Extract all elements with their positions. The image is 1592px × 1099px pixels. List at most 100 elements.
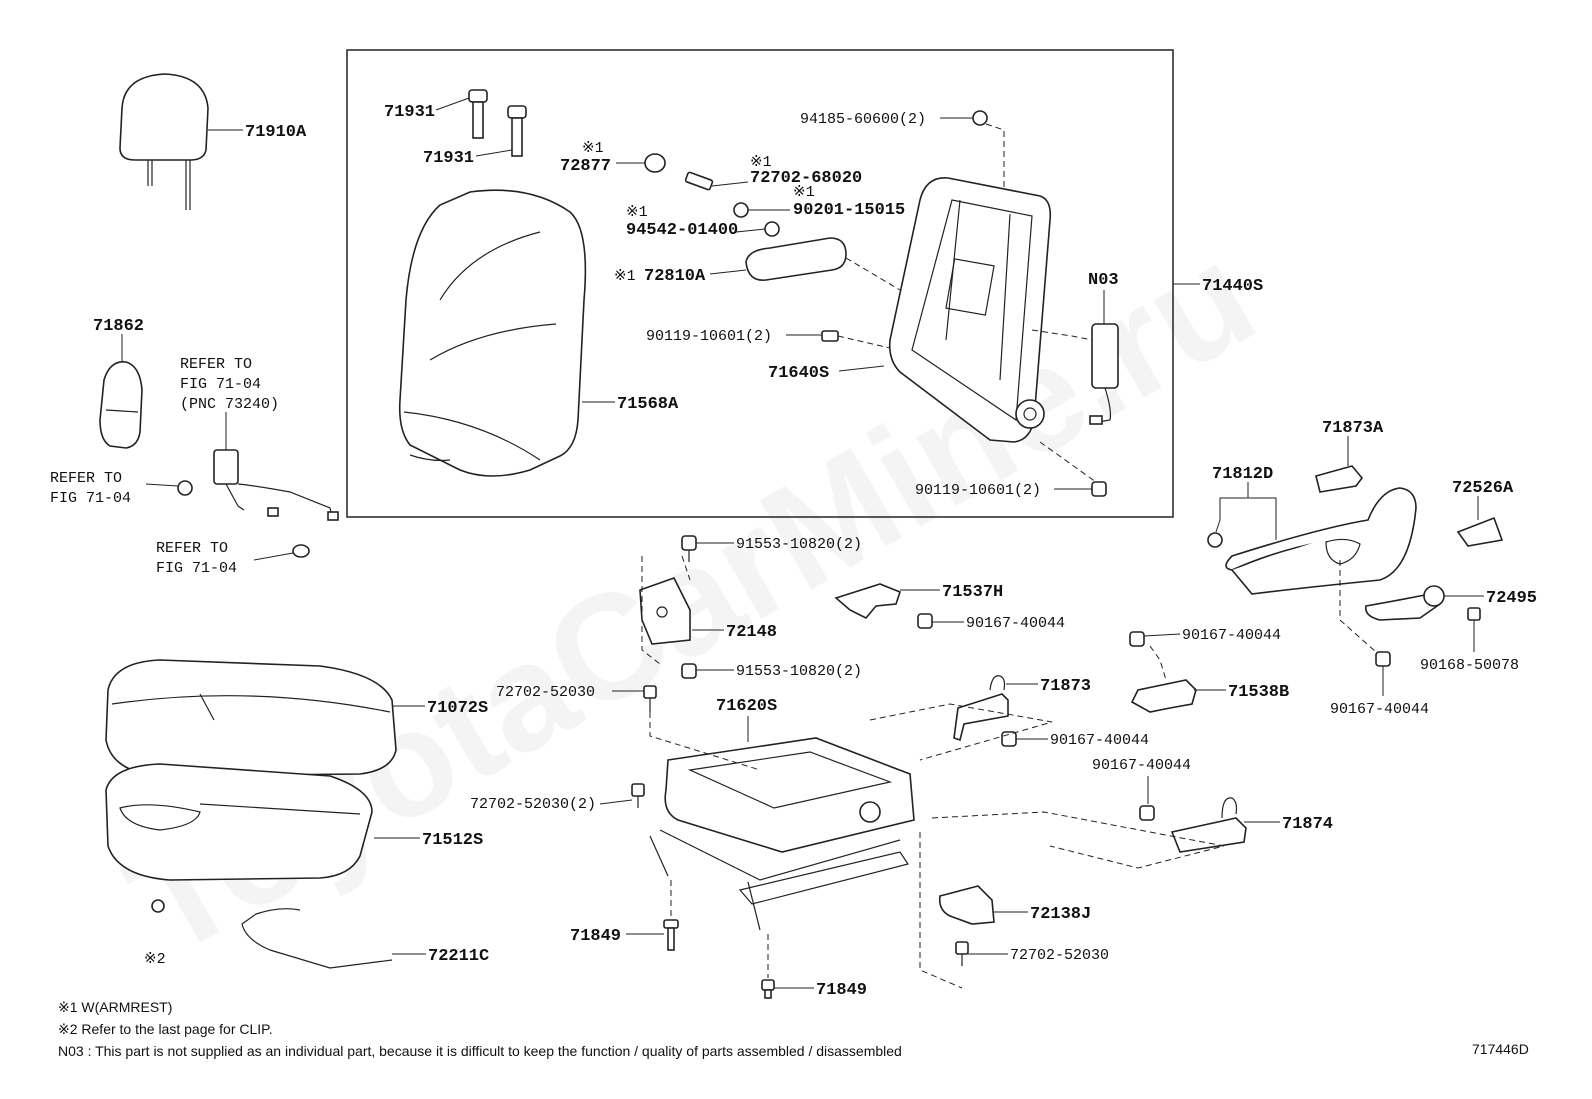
label-72138J: 72138J [1030, 905, 1091, 924]
label-72148: 72148 [726, 623, 777, 642]
label-91553-10820-a: 91553-10820(2) [736, 536, 862, 553]
pin-71849-a-part[interactable] [663, 919, 679, 951]
ref-fig-b-line2: FIG 71-04 [50, 490, 131, 507]
bracket-71874-part[interactable] [1170, 797, 1247, 853]
label-72702-52030-c: 72702-52030 [1010, 947, 1109, 964]
label-90167-40044-c: 90167-40044 [1182, 627, 1281, 644]
bolt-90167-e-part[interactable] [1375, 651, 1391, 667]
headrest-guide-part[interactable] [468, 89, 527, 157]
diagram-id: 717446D [1472, 1041, 1529, 1057]
frame-bolt-low-part[interactable] [1091, 481, 1107, 497]
seatback-frame-part[interactable] [888, 177, 1052, 443]
label-N03: N03 [1088, 271, 1119, 290]
cover-71873A-part[interactable] [1315, 465, 1364, 493]
footnote-n03: N03 : This part is not supplied as an in… [58, 1043, 902, 1059]
label-71568A: 71568A [617, 395, 679, 414]
label-71849-a: 71849 [570, 927, 621, 946]
label-71873: 71873 [1040, 677, 1091, 696]
label-71812D: 71812D [1212, 465, 1273, 484]
label-72877: 72877 [560, 157, 611, 176]
bolt-72702-52030-b-part[interactable] [631, 783, 645, 808]
seat-side-shield-part[interactable] [1225, 487, 1417, 595]
label-71931-b: 71931 [423, 149, 474, 168]
bolt-90167-d-part[interactable] [1139, 805, 1155, 821]
armrest-part[interactable] [745, 237, 847, 281]
nut-refer-fig-c[interactable] [292, 544, 310, 558]
bolt-90167-a-part[interactable] [917, 613, 933, 629]
seat-cushion-cover-part[interactable] [105, 659, 397, 777]
mark-72810A: ※1 [614, 268, 636, 285]
label-72526A: 72526A [1452, 479, 1514, 498]
label-72211C: 72211C [428, 947, 489, 966]
frame-bolt-top-part[interactable] [972, 110, 988, 126]
label-71873A: 71873A [1322, 419, 1384, 438]
bolt-72702-52030-c-part[interactable] [955, 941, 969, 966]
bolt-90168-50078-part[interactable] [1467, 607, 1481, 621]
mark-94542-01400: ※1 [626, 204, 648, 221]
bolt-91553-b-part[interactable] [681, 663, 697, 679]
frame-bolt-mid-part[interactable] [821, 330, 839, 342]
label-72495: 72495 [1486, 589, 1537, 608]
side-airbag-module-part[interactable] [1089, 323, 1119, 425]
label-90167-40044-a: 90167-40044 [966, 615, 1065, 632]
label-71538B: 71538B [1228, 683, 1289, 702]
label-72702-52030-a: 72702-52030 [496, 684, 595, 701]
armrest-cap-part[interactable] [764, 221, 780, 237]
clip-part[interactable] [151, 899, 165, 913]
headrest-part[interactable] [119, 73, 209, 210]
seat-cushion-pad-part[interactable] [105, 763, 373, 881]
label-72810A: 72810A [644, 267, 706, 286]
label-90119-10601-a: 90119-10601(2) [646, 328, 772, 345]
label-71862: 71862 [93, 317, 144, 336]
label-90119-10601-b: 90119-10601(2) [915, 482, 1041, 499]
bolt-72702-52030-a-part[interactable] [643, 685, 657, 712]
label-71512S: 71512S [422, 831, 483, 850]
label-71910A: 71910A [245, 123, 307, 142]
label-71874: 71874 [1282, 815, 1333, 834]
seat-wire-part[interactable] [241, 908, 393, 969]
footnote-clip: ※2 Refer to the last page for CLIP. [58, 1021, 273, 1037]
label-91553-10820-b: 91553-10820(2) [736, 663, 862, 680]
label-90167-40044-d: 90167-40044 [1092, 757, 1191, 774]
seatbelt-buckle-part[interactable] [213, 449, 339, 521]
footnote-armrest: ※1 W(ARMREST) [58, 999, 172, 1015]
mark-clip: ※2 [144, 951, 166, 968]
label-71640S: 71640S [768, 364, 829, 383]
mark-90201-15015: ※1 [793, 184, 815, 201]
pin-71849-b-part[interactable] [761, 979, 775, 999]
cover-71862-part[interactable] [99, 361, 143, 449]
ref-fig-b-line1: REFER TO [50, 470, 122, 487]
label-71849-b: 71849 [816, 981, 867, 1000]
label-90167-40044-b: 90167-40044 [1050, 732, 1149, 749]
bolt-refer-fig-b[interactable] [177, 480, 193, 496]
bolt-90167-c-part[interactable] [1129, 631, 1145, 647]
label-90167-40044-e: 90167-40044 [1330, 701, 1429, 718]
label-71440S: 71440S [1202, 277, 1263, 296]
label-90168-50078: 90168-50078 [1420, 657, 1519, 674]
seatback-cover-part[interactable] [398, 189, 587, 477]
lever-72495-part[interactable] [1364, 585, 1445, 621]
label-71072S: 71072S [427, 699, 488, 718]
ref-fig-a-line1: REFER TO [180, 356, 252, 373]
clip-71812D-part[interactable] [1207, 532, 1223, 548]
ref-fig-a-line3: (PNC 73240) [180, 396, 279, 413]
armrest-washer-part[interactable] [733, 202, 749, 218]
label-94185-60600: 94185-60600(2) [800, 111, 926, 128]
seat-adjuster-frame-part[interactable] [649, 737, 915, 931]
ref-fig-c-line1: REFER TO [156, 540, 228, 557]
label-72702-52030-b: 72702-52030(2) [470, 796, 596, 813]
bracket-71873-part[interactable] [953, 675, 1009, 742]
bolt-90167-b-part[interactable] [1001, 731, 1017, 747]
mark-72702-68020: ※1 [750, 154, 772, 171]
bracket-71537H-part[interactable] [834, 583, 901, 619]
ref-fig-a-line2: FIG 71-04 [180, 376, 261, 393]
armrest-bolt-part[interactable] [684, 171, 714, 191]
armrest-stopper-part[interactable] [644, 153, 666, 173]
label-94542-01400: 94542-01400 [626, 221, 738, 240]
cover-72138J-part[interactable] [938, 885, 995, 925]
cover-72526A-part[interactable] [1456, 516, 1504, 547]
bracket-71538B-part[interactable] [1130, 679, 1197, 713]
label-71537H: 71537H [942, 583, 1003, 602]
ref-fig-c-line2: FIG 71-04 [156, 560, 237, 577]
